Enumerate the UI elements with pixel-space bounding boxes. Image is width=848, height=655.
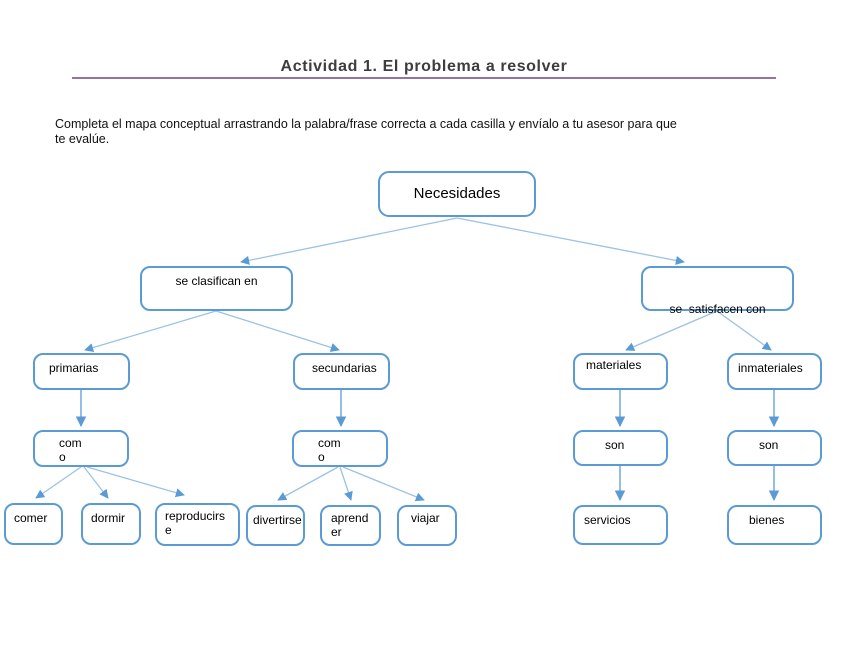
node-como-secundarias[interactable]: como xyxy=(292,430,388,467)
connector-como-comer xyxy=(35,466,82,499)
node-viajar[interactable]: viajar xyxy=(397,505,457,546)
node-label: dormir xyxy=(91,511,126,525)
connector-como-reproducirse xyxy=(86,466,185,498)
node-servicios[interactable]: servicios xyxy=(573,505,668,545)
node-label: se clasifican en xyxy=(175,274,258,288)
node-label: bienes xyxy=(749,513,785,527)
page-title: Actividad 1. El problema a resolver xyxy=(72,58,776,76)
node-label: servicios xyxy=(584,513,631,527)
node-label: como xyxy=(59,436,82,465)
node-necesidades[interactable]: Necesidades xyxy=(378,171,536,217)
connector-como-dormir xyxy=(83,466,109,499)
instructions-text: Completa el mapa conceptual arrastrando … xyxy=(55,117,677,144)
node-secundarias[interactable]: secundarias xyxy=(293,353,390,390)
node-como-primarias[interactable]: como xyxy=(33,430,129,467)
node-reproducirse[interactable]: reproducirse xyxy=(155,503,240,546)
node-label: reproducirse xyxy=(165,509,226,538)
connector-root-clasifican xyxy=(240,217,458,265)
node-label: materiales xyxy=(586,358,642,372)
node-label: son xyxy=(759,438,779,452)
node-label: comer xyxy=(14,511,48,525)
node-label: se satisfacen con xyxy=(669,302,766,317)
connector-clasifican-primarias xyxy=(84,310,217,353)
node-bienes[interactable]: bienes xyxy=(727,505,822,545)
node-se-clasifican-en[interactable]: se clasifican en xyxy=(140,266,293,311)
page-title-text: Actividad 1. El problema a resolver xyxy=(280,58,568,75)
node-son-materiales[interactable]: son xyxy=(573,430,668,466)
node-aprender[interactable]: aprender xyxy=(320,505,381,546)
connector-como-aprender xyxy=(339,466,353,501)
connector-como-divertirse xyxy=(277,466,339,501)
node-materiales[interactable]: materiales xyxy=(573,353,668,390)
node-label: son xyxy=(605,438,625,452)
connector-root-satisfacen xyxy=(456,217,685,265)
node-label: Necesidades xyxy=(413,185,501,203)
connector-como-viajar xyxy=(342,466,425,502)
node-label: inmateriales xyxy=(738,361,803,375)
node-inmateriales[interactable]: inmateriales xyxy=(727,353,822,390)
node-primarias[interactable]: primarias xyxy=(33,353,130,390)
node-label: viajar xyxy=(411,511,440,525)
node-se-satisfacen-con[interactable]: se satisfacen con xyxy=(641,266,794,316)
node-label: aprender xyxy=(331,511,369,540)
node-son-inmateriales[interactable]: son xyxy=(727,430,822,466)
node-label: secundarias xyxy=(312,361,377,375)
node-dormir[interactable]: dormir xyxy=(81,503,141,545)
connector-clasifican-secundarias xyxy=(215,310,340,352)
node-label: como xyxy=(318,436,341,465)
node-comer[interactable]: comer xyxy=(4,503,63,545)
title-underline xyxy=(72,77,776,79)
node-label: divertirse xyxy=(253,513,302,527)
node-label: primarias xyxy=(49,361,99,375)
node-divertirse[interactable]: divertirse xyxy=(246,505,305,546)
